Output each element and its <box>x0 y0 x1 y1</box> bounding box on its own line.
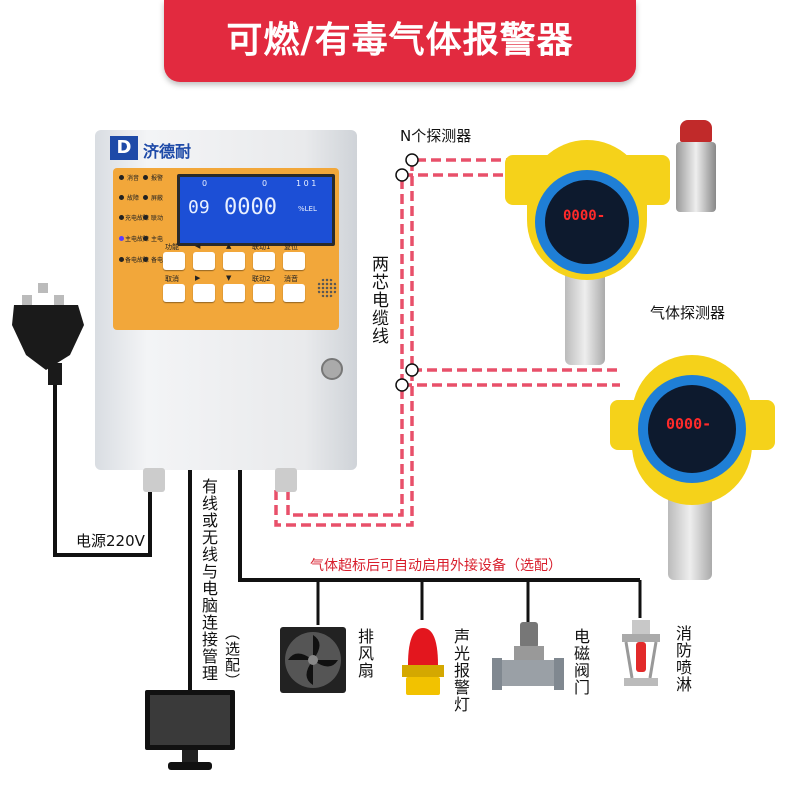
led-indicator <box>143 257 148 262</box>
gas-detector-1: 0000- <box>505 130 670 365</box>
led-indicator <box>143 236 148 241</box>
button-label: 功能 <box>165 243 179 251</box>
fire-sprinkler-icon <box>622 620 660 686</box>
monitor-icon <box>145 690 235 770</box>
button-label: ▼ <box>226 274 232 282</box>
page-title: 可燃/有毒气体报警器 <box>226 20 574 61</box>
device-bus <box>238 470 640 582</box>
lock-icon <box>321 358 343 380</box>
device-label: 声光报警灯 <box>451 628 470 713</box>
led-indicator <box>119 195 124 200</box>
reset-button[interactable] <box>283 252 305 270</box>
led-label: 充电故障 <box>125 215 150 222</box>
lcd-unit: %LEL <box>298 205 317 213</box>
button-label: ▶ <box>195 274 201 282</box>
button-label: 消音 <box>284 275 298 283</box>
power-label: 电源220V <box>76 532 145 550</box>
button-label: 复位 <box>284 243 298 251</box>
led-label: 消音 <box>127 175 140 182</box>
pc-link-optional-label: （选配） <box>223 625 241 689</box>
led-indicator <box>143 175 148 180</box>
lcd-small-value: 0 <box>202 179 208 188</box>
brand-logo-icon: D <box>110 136 138 160</box>
power-cable <box>53 330 152 557</box>
lcd-screen: 0 0 1 0 1 09 0000 %LEL <box>177 174 335 246</box>
cancel-button[interactable] <box>163 284 185 302</box>
cable-label: 两芯电缆线 <box>368 255 388 345</box>
button-label: ◀ <box>195 242 201 250</box>
led-indicator <box>119 175 124 180</box>
cable-gland-icon <box>143 468 165 492</box>
pc-link-label: 有线或无线与电脑连接管理 <box>199 478 218 682</box>
exhaust-fan-icon <box>280 627 346 693</box>
up-button[interactable] <box>223 252 245 270</box>
detector-face <box>545 180 629 264</box>
title-banner: 可燃/有毒气体报警器 <box>164 0 636 82</box>
gas-detector-label: 气体探测器 <box>650 304 726 322</box>
led-label: 故障 <box>127 195 140 202</box>
alarm-light-icon <box>402 628 444 695</box>
led-label: 报警 <box>151 175 164 182</box>
n-detectors-label: N个探测器 <box>400 127 472 145</box>
button-label: ▲ <box>226 242 232 250</box>
auto-devices-label: 气体超标后可自动启用外接设备（选配） <box>310 558 562 574</box>
led-indicator <box>143 215 148 220</box>
led-label: 联动 <box>151 215 164 222</box>
solenoid-valve-icon <box>492 622 564 690</box>
brand-name: 济德耐 <box>143 142 192 161</box>
function-button[interactable] <box>163 252 185 270</box>
button-label: 取消 <box>165 275 179 283</box>
detector-display: 0000- <box>563 208 606 224</box>
led-indicator <box>143 195 148 200</box>
device-label: 排风扇 <box>355 628 374 679</box>
power-plug-icon <box>12 283 84 385</box>
lcd-small-value: 1 0 1 <box>296 179 317 188</box>
device-label: 消防喷淋 <box>673 625 692 693</box>
lcd-main-value: 0000 <box>224 195 277 220</box>
speaker-icon <box>317 278 337 298</box>
right-button[interactable] <box>193 284 215 302</box>
cable-gland-icon <box>275 468 297 492</box>
button-label: 联动2 <box>252 275 271 283</box>
detector-face <box>648 385 736 473</box>
led-label: 主电 <box>151 236 164 243</box>
lcd-channel: 09 <box>188 197 210 218</box>
link1-button[interactable] <box>253 252 275 270</box>
detector-display: 0000- <box>666 415 712 433</box>
gas-detector-2: 0000- <box>610 345 775 580</box>
two-core-cable <box>274 158 620 527</box>
device-label: 电磁阀门 <box>571 628 590 696</box>
button-label: 联动1 <box>252 243 271 251</box>
led-label: 备电故障 <box>125 257 150 264</box>
led-label: 备电 <box>151 257 164 264</box>
beacon-top-icon <box>672 120 720 215</box>
led-label: 主电故障 <box>125 236 150 243</box>
down-button[interactable] <box>223 284 245 302</box>
led-indicator <box>119 215 124 220</box>
sensor-head <box>565 270 605 365</box>
left-button[interactable] <box>193 252 215 270</box>
led-indicator <box>119 257 124 262</box>
led-label: 屏蔽 <box>151 195 164 202</box>
led-indicator <box>119 236 124 241</box>
control-panel: 消音 报警 故障 屏蔽 充电故障 联动 主电故障 主电 备电故障 备电 0 0 … <box>113 168 339 330</box>
mute-button[interactable] <box>283 284 305 302</box>
lcd-small-value: 0 <box>262 179 268 188</box>
link2-button[interactable] <box>253 284 275 302</box>
controller-cabinet: D 济德耐 消音 报警 故障 屏蔽 充电故障 联动 主电故障 主电 备电故障 备… <box>95 130 357 492</box>
